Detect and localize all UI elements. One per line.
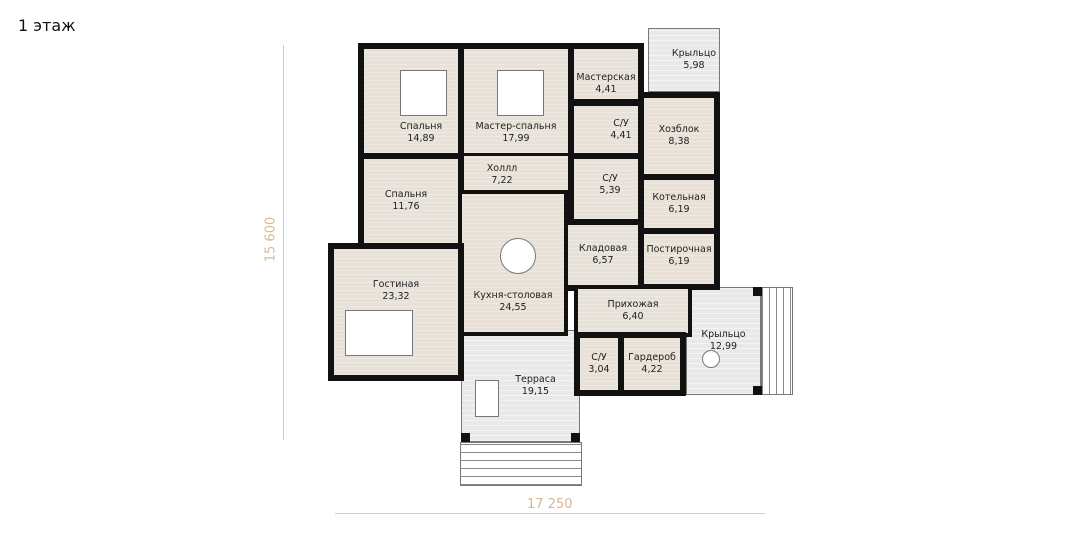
room-area: 14,89 — [407, 133, 435, 144]
terrace-table-icon — [475, 380, 499, 417]
room-area: 7,22 — [491, 175, 513, 186]
room-area: 5,98 — [683, 60, 705, 71]
room-name: С/У — [591, 352, 607, 363]
room-area: 24,55 — [499, 302, 527, 313]
room-area: 19,15 — [521, 386, 550, 397]
column — [753, 287, 762, 296]
room-name: Хозблок — [658, 124, 700, 135]
room-area: 12,99 — [709, 341, 738, 352]
room-name: Крыльцо — [671, 48, 717, 59]
room-name: Спальня — [384, 189, 428, 200]
room-area: 5,39 — [599, 185, 621, 196]
porch-table-icon — [702, 350, 720, 368]
sofa-icon — [345, 310, 413, 356]
room-name: Спальня — [399, 121, 443, 132]
room-name: С/У — [602, 173, 618, 184]
column — [571, 433, 580, 442]
room-name: Холлл — [486, 163, 518, 174]
column — [461, 433, 470, 442]
room-name: Гостиная — [372, 279, 420, 290]
room-area: 3,04 — [588, 364, 610, 375]
bed-icon — [497, 70, 544, 116]
terrace-steps — [460, 442, 582, 486]
floor-title: 1 этаж — [18, 16, 76, 35]
width-dimension-line — [335, 513, 765, 514]
room-name: Кладовая — [578, 243, 628, 254]
room-area: 4,22 — [641, 364, 663, 375]
room-name: Мастерская — [576, 72, 636, 83]
room-area: 6,19 — [668, 204, 690, 215]
room-name: С/У — [613, 117, 629, 129]
height-dimension-label: 15 600 — [263, 216, 279, 263]
room-area: 6,40 — [622, 311, 644, 322]
dining-table-icon — [500, 238, 536, 274]
room-area: 4,41 — [610, 129, 632, 141]
room-area: 23,32 — [382, 291, 410, 302]
room-name: Крыльцо — [701, 329, 746, 340]
room-name: Котельная — [652, 192, 706, 203]
room-name: Прихожая — [607, 299, 659, 310]
porch-steps — [761, 287, 793, 395]
room-name: Гардероб — [628, 352, 676, 363]
room-name: Кухня-столовая — [473, 290, 553, 301]
room-area: 8,38 — [668, 136, 690, 147]
room-area: 11,76 — [392, 201, 420, 212]
room-name: Мастер-спальня — [475, 121, 557, 132]
room-area: 6,19 — [668, 256, 690, 267]
room-name: Постирочная — [646, 244, 712, 255]
room-area: 6,57 — [592, 255, 614, 266]
column — [753, 386, 762, 395]
room-area: 17,99 — [502, 133, 530, 144]
room-area: 4,41 — [595, 84, 617, 95]
width-dimension-label: 17 250 — [527, 497, 573, 512]
bed-icon — [400, 70, 447, 116]
room-name: Терраса — [515, 374, 556, 385]
height-dimension-line — [283, 45, 284, 440]
